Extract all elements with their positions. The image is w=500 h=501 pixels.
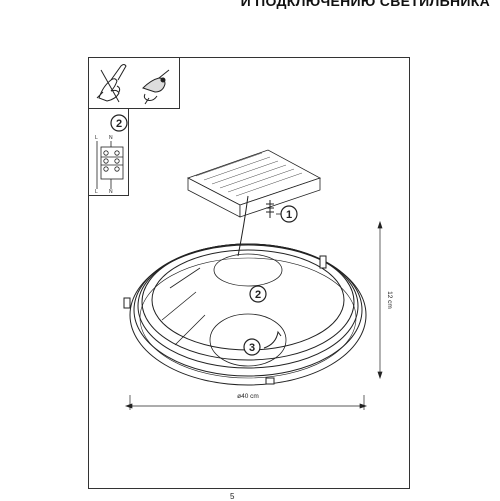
label-N-bottom: N: [109, 189, 113, 195]
page-title: И ПОДКЛЮЧЕНИЮ СВЕТИЛЬНИКА: [240, 0, 490, 9]
page-code: 5: [230, 492, 236, 501]
step-2-number-main: 2: [255, 289, 261, 301]
step-3-number: 3: [249, 342, 255, 354]
label-N-top: N: [109, 135, 113, 141]
step-2-badge: [110, 114, 128, 132]
label-L-bottom: L: [95, 189, 98, 195]
step-3-badge: [243, 338, 261, 356]
step-1-badge: [280, 205, 298, 223]
label-L-top: L: [95, 135, 98, 141]
step-2-badge-main: [249, 285, 267, 303]
height-label: 12 cm: [386, 291, 393, 309]
hand-glove-icon: [96, 64, 127, 103]
terminal-block-icon: [96, 141, 124, 189]
diagram-frame: [88, 57, 410, 489]
ceiling-block: [186, 149, 322, 218]
step-1-number: 1: [286, 209, 292, 221]
tools-icons: [96, 64, 170, 105]
header: И ПОДКЛЮЧЕНИЮ СВЕТИЛЬНИКА: [0, 0, 500, 20]
rotate-arrow-icon: [263, 330, 282, 349]
screwdriver-icon: [142, 69, 170, 105]
diameter-dimension: [124, 395, 368, 410]
mounting-screw: [237, 195, 274, 257]
wiring-diagram: 2 L N L N: [95, 114, 128, 195]
height-dimension: [377, 220, 383, 380]
step-2-number: 2: [116, 118, 122, 130]
wiring-panel: 2 L N L N: [88, 108, 129, 196]
diameter-label: ø40 cm: [237, 393, 259, 400]
tools-panel: [88, 57, 180, 109]
luminaire-body: [123, 243, 367, 386]
